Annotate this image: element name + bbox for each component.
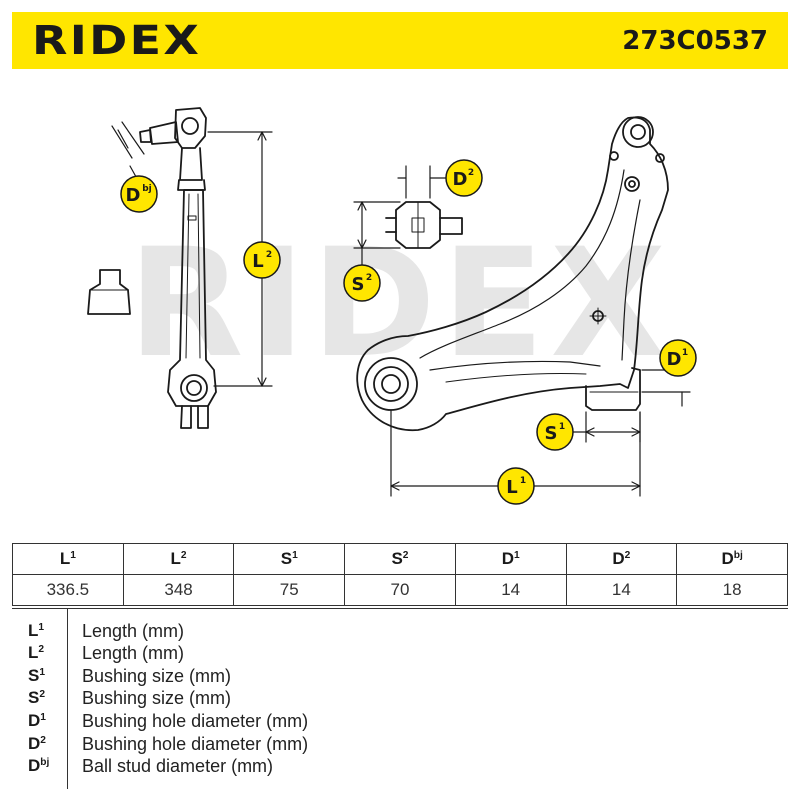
spec-header: D1 xyxy=(454,543,567,575)
label-d2: D 2 xyxy=(445,159,483,197)
spec-value: 14 xyxy=(454,574,567,606)
legend-key: L1 xyxy=(28,621,45,640)
spec-header: D2 xyxy=(565,543,678,575)
legend-item: S1 Bushing size (mm) xyxy=(12,665,231,687)
legend-key: D1 xyxy=(28,711,46,730)
svg-text:2: 2 xyxy=(366,273,372,283)
spec-header: L1 xyxy=(12,543,124,575)
spec-header: L2 xyxy=(122,543,235,575)
legend-desc: Bushing size (mm) xyxy=(82,665,232,686)
spec-header: S2 xyxy=(344,543,456,575)
specs-header-row: L1 L2 S1 S2 D1 D2 Dbj xyxy=(12,543,788,575)
legend-item: L1 Length (mm) xyxy=(12,620,184,642)
svg-text:1: 1 xyxy=(559,422,565,432)
svg-text:1: 1 xyxy=(682,348,688,358)
label-l1: L 1 xyxy=(497,467,535,505)
svg-text:D: D xyxy=(126,185,141,206)
legend-desc: Length (mm) xyxy=(82,642,185,663)
legend-key: D2 xyxy=(28,734,46,753)
spec-value: 348 xyxy=(122,574,235,606)
legend-item: D1 Bushing hole diameter (mm) xyxy=(12,710,308,732)
svg-text:D: D xyxy=(667,349,682,370)
spec-header: S1 xyxy=(233,543,346,575)
legend-item: D2 Bushing hole diameter (mm) xyxy=(12,733,308,755)
label-s1: S 1 xyxy=(536,413,574,451)
label-s2: S 2 xyxy=(343,264,381,302)
header-bar: RIDEX 273C0537 xyxy=(12,12,788,69)
brand-logo: RIDEX xyxy=(32,17,202,64)
legend-key: L2 xyxy=(28,643,45,662)
legend-divider xyxy=(67,609,68,789)
technical-drawing: RIDEX xyxy=(87,107,697,505)
specs-values-row: 336.5 348 75 70 14 14 18 xyxy=(12,574,788,606)
legend-key: S1 xyxy=(28,666,46,685)
side-view-arm xyxy=(87,107,273,429)
spec-value: 18 xyxy=(676,574,788,606)
watermark: RIDEX xyxy=(128,217,672,391)
svg-text:2: 2 xyxy=(266,250,272,260)
svg-text:L: L xyxy=(506,477,517,498)
legend-desc: Length (mm) xyxy=(82,620,185,641)
legend-desc: Bushing hole diameter (mm) xyxy=(82,710,309,731)
part-number: 273C0537 xyxy=(622,25,768,56)
legend-item: L2 Length (mm) xyxy=(12,642,184,664)
svg-text:bj: bj xyxy=(142,184,152,194)
specs-table: L1 L2 S1 S2 D1 D2 Dbj 336.5 348 75 70 14… xyxy=(12,543,788,606)
svg-text:S: S xyxy=(545,423,558,444)
legend: L1 Length (mm) L2 Length (mm) S1 Bushing… xyxy=(12,608,788,789)
label-d1: D 1 xyxy=(659,339,697,377)
legend-key: Dbj xyxy=(28,756,50,775)
legend-item: Dbj Ball stud diameter (mm) xyxy=(12,755,273,777)
spec-value: 336.5 xyxy=(12,574,124,606)
legend-item: S2 Bushing size (mm) xyxy=(12,687,231,709)
top-view-arm xyxy=(353,116,691,497)
svg-text:2: 2 xyxy=(468,168,474,178)
svg-text:1: 1 xyxy=(520,476,526,486)
spec-value: 75 xyxy=(233,574,346,606)
legend-key: S2 xyxy=(28,688,46,707)
svg-text:S: S xyxy=(352,274,365,295)
svg-text:D: D xyxy=(453,169,468,190)
spec-value: 70 xyxy=(344,574,456,606)
label-dbj: D bj xyxy=(120,175,158,213)
spec-value: 14 xyxy=(565,574,678,606)
spec-header: Dbj xyxy=(676,543,788,575)
label-l2: L 2 xyxy=(243,241,281,279)
legend-desc: Ball stud diameter (mm) xyxy=(82,755,274,776)
svg-text:L: L xyxy=(252,251,263,272)
legend-desc: Bushing size (mm) xyxy=(82,687,232,708)
legend-desc: Bushing hole diameter (mm) xyxy=(82,733,309,754)
